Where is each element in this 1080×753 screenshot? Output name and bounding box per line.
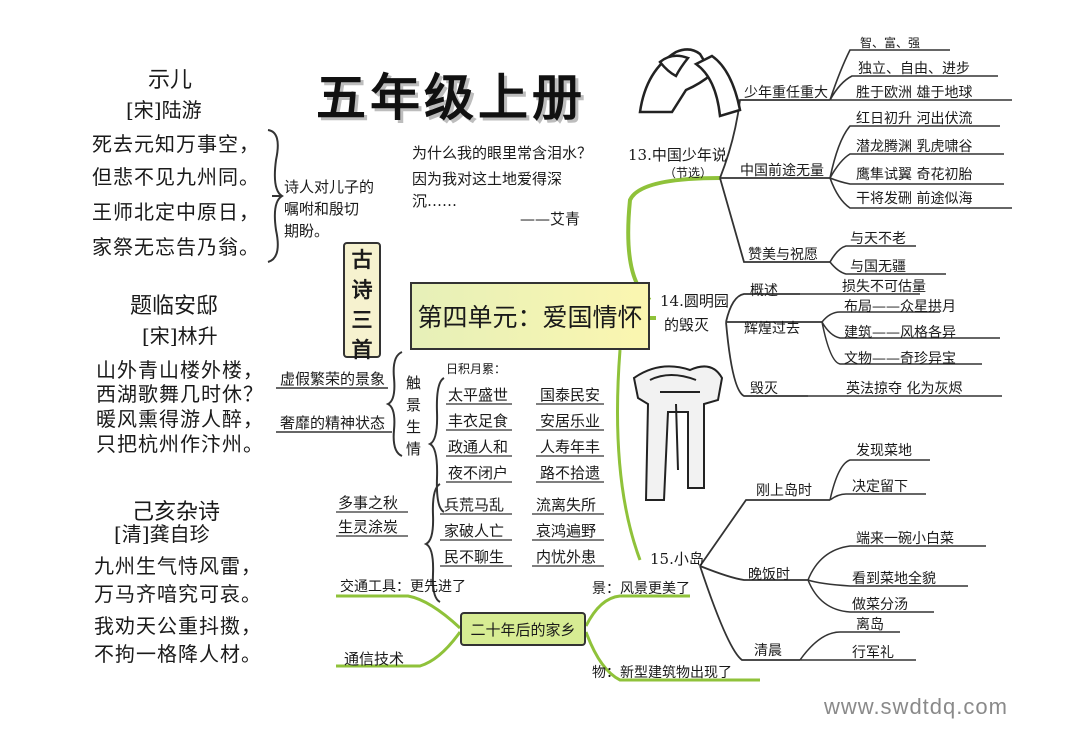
lesson14-item: 英法掠夺 化为灰烬 — [846, 381, 963, 397]
note-false-prosperity: 虚假繁荣的景象 — [280, 370, 386, 388]
idiom: 政通人和 — [448, 438, 509, 456]
poem2-author: [宋]林升 — [142, 324, 218, 348]
ruins-icon — [632, 365, 724, 501]
lesson14-item: 建筑——风格各异 — [844, 325, 956, 341]
lesson15-branch: 清晨 — [754, 643, 782, 659]
idiom: 民不聊生 — [444, 548, 505, 566]
lesson15-title: 15.小岛 — [650, 550, 704, 568]
lesson13-item: 独立、自由、进步 — [858, 61, 970, 77]
daily-idioms-label: 日积月累： — [446, 362, 507, 376]
lesson15-item: 看到菜地全貌 — [852, 571, 936, 587]
lesson13-item: 智、富、强 — [860, 36, 921, 50]
quote-line: 沉…… — [412, 192, 458, 210]
lesson13-branch: 中国前途无量 — [740, 163, 824, 179]
lesson14-title: 的毁灭 — [664, 316, 710, 334]
lesson13-item: 与天不老 — [850, 231, 906, 247]
lesson14-branch: 毁灭 — [750, 381, 778, 397]
watermark: www.swdtdq.com — [824, 694, 1008, 719]
lesson15-branch: 刚上岛时 — [756, 483, 812, 499]
lesson15-item: 做菜分汤 — [852, 597, 908, 613]
poem3-line: 九州生气恃风雷， — [94, 554, 262, 578]
lesson14-branch: 概述 — [750, 283, 778, 299]
center-topic: 第四单元：爱国情怀 — [410, 282, 650, 350]
touch-scene-label: 触 景 生 情 — [406, 374, 422, 458]
poem3-author: [清]龚自珍 — [114, 522, 210, 546]
quote-author: ——艾青 — [520, 210, 581, 228]
ancient-poems-label: 古 诗 三 首 — [343, 242, 381, 362]
note-extravagance: 奢靡的精神状态 — [280, 414, 386, 432]
idiom: 太平盛世 — [448, 386, 509, 404]
lesson15-branch: 晚饭时 — [748, 567, 790, 583]
lesson15-item: 决定留下 — [852, 479, 908, 495]
lesson15-item: 端来一碗小白菜 — [856, 531, 954, 547]
lesson13-branch: 赞美与祝愿 — [748, 247, 818, 263]
poem-note: 诗人对儿子的 — [284, 178, 375, 196]
idiom: 内忧外患 — [536, 548, 597, 566]
poem1-line: 家祭无忘告乃翁。 — [92, 235, 260, 259]
poem3-title: 己亥杂诗 — [132, 500, 221, 525]
poem2-title: 题临安邸 — [130, 294, 219, 319]
idiom: 丰衣足食 — [448, 412, 509, 430]
lesson13-item: 红日初升 河出伏流 — [856, 111, 973, 127]
lesson13-item: 干将发硎 前途似海 — [856, 191, 973, 207]
poem2-line: 只把杭州作汴州。 — [96, 432, 264, 456]
idiom: 国泰民安 — [540, 386, 601, 404]
poem-note: 嘱咐和殷切 — [284, 200, 360, 218]
poem3-line: 万马齐喑究可哀。 — [94, 582, 262, 606]
page-title: 五年级上册 — [316, 69, 586, 127]
idiom: 夜不闭户 — [448, 464, 509, 482]
poem1-line: 王师北定中原日， — [92, 200, 260, 224]
lesson14-item: 布局——众星拱月 — [844, 299, 956, 315]
poem3-line: 我劝天公重抖擞， — [94, 614, 262, 638]
future-item: 交通工具：更先进了 — [340, 579, 466, 595]
poem2-line: 暖风熏得游人醉， — [96, 407, 264, 431]
future-item: 景：风景更美了 — [592, 581, 690, 597]
lesson13-item: 胜于欧洲 雄于地球 — [856, 85, 973, 101]
poem3-line: 不拘一格降人材。 — [94, 642, 262, 666]
quote-line: 因为我对这土地爱得深 — [412, 170, 563, 188]
turbulent-label: 生灵涂炭 — [338, 518, 399, 536]
lesson15-item: 行军礼 — [852, 645, 894, 661]
lesson13-sub: （节选） — [664, 166, 713, 180]
poem-note: 期盼。 — [284, 222, 330, 240]
idiom: 安居乐业 — [540, 412, 601, 430]
ancient-brace — [385, 351, 403, 457]
lesson13-item: 鹰隼试翼 奇花初胎 — [856, 167, 973, 183]
idiom: 兵荒马乱 — [444, 496, 505, 514]
poem1-title: 示儿 — [148, 68, 193, 93]
idiom: 流离失所 — [536, 496, 597, 514]
future-hometown-topic: 二十年后的家乡 — [460, 612, 586, 646]
lesson13-item: 与国无疆 — [850, 259, 906, 275]
idiom-brace — [427, 377, 445, 513]
lesson15-item: 发现菜地 — [856, 443, 912, 459]
idiom: 家破人亡 — [444, 522, 505, 540]
future-item: 通信技术 — [344, 650, 405, 668]
lesson14-title: 14.圆明园 — [660, 292, 729, 310]
idiom: 路不拾遗 — [540, 464, 601, 482]
future-item: 物：新型建筑物出现了 — [592, 665, 732, 681]
quote-line: 为什么我的眼里常含泪水？ — [412, 144, 593, 162]
lesson14-item: 文物——奇珍异宝 — [844, 351, 956, 367]
idiom: 人寿年丰 — [540, 438, 601, 456]
lesson13-title: 13.中国少年说 — [628, 146, 727, 164]
turbulent-label: 多事之秋 — [338, 494, 399, 512]
lesson13-item: 潜龙腾渊 乳虎啸谷 — [856, 139, 973, 155]
lesson13-branch: 少年重任重大 — [744, 85, 828, 101]
lesson14-branch: 辉煌过去 — [744, 321, 800, 337]
poem2-line: 山外青山楼外楼， — [96, 358, 264, 382]
handshake-icon — [638, 48, 742, 118]
lesson15-item: 离岛 — [856, 617, 884, 633]
poem2-line: 西湖歌舞几时休？ — [96, 382, 264, 406]
idiom: 哀鸿遍野 — [536, 522, 597, 540]
turbulent-brace — [423, 483, 441, 603]
lesson14-item: 损失不可估量 — [842, 279, 926, 295]
branch-lesson15 — [616, 349, 642, 561]
poem1-line: 但悲不见九州同。 — [92, 165, 260, 189]
poem1-line: 死去元知万事空， — [92, 132, 260, 156]
poem1-author: [宋]陆游 — [126, 98, 202, 122]
